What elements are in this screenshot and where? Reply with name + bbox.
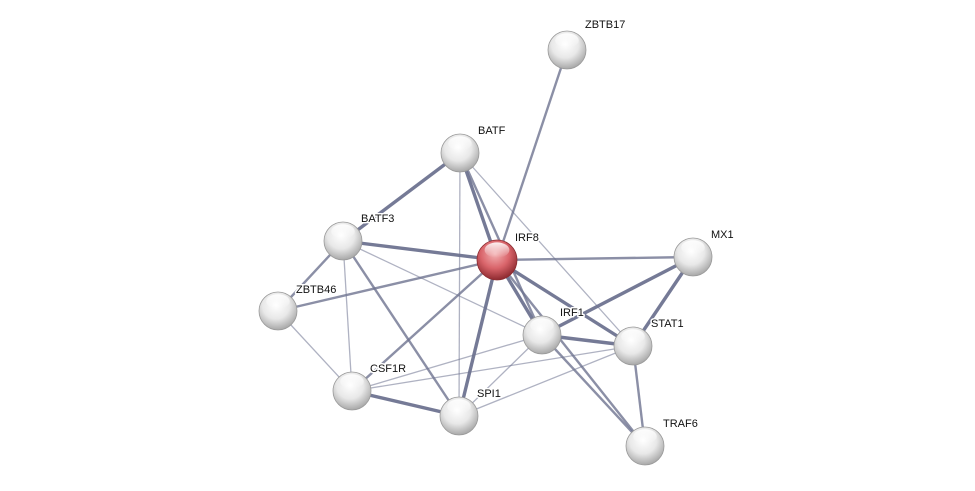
node-highlight	[331, 224, 355, 239]
edge-irf8-zbtb46[interactable]	[277, 258, 498, 313]
edge-batf3-irf8[interactable]	[342, 239, 498, 262]
node-highlight	[633, 429, 657, 444]
edge-irf8-spi1[interactable]	[457, 259, 499, 417]
node-label: BATF	[478, 125, 506, 137]
node-zbtb17[interactable]: ZBTB17	[547, 18, 627, 70]
node-label: IRF1	[560, 307, 584, 319]
edge-csf1r-irf1[interactable]	[351, 334, 543, 392]
node-highlight	[340, 374, 364, 389]
edge-irf8-stat1[interactable]	[496, 258, 634, 348]
node-highlight	[555, 33, 579, 48]
node-highlight	[681, 240, 705, 255]
edge-irf8-csf1r[interactable]	[351, 259, 498, 392]
node-label: STAT1	[651, 318, 684, 330]
edge-irf8-traf6[interactable]	[496, 259, 646, 447]
node-label: CSF1R	[370, 363, 406, 375]
node-zbtb46[interactable]: ZBTB46	[258, 283, 338, 331]
edge-irf1-traf6[interactable]	[541, 334, 646, 447]
node-label: BATF3	[361, 213, 394, 225]
node-label: SPI1	[477, 388, 501, 400]
edge-batf-stat1[interactable]	[459, 152, 634, 347]
edge-batf3-irf1[interactable]	[342, 240, 543, 336]
node-highlight	[448, 136, 472, 151]
node-label: ZBTB46	[296, 284, 336, 296]
edge-irf8-mx1[interactable]	[496, 255, 694, 262]
node-traf6[interactable]: TRAF6	[625, 417, 699, 466]
node-spi1[interactable]: SPI1	[439, 387, 502, 436]
node-batf[interactable]: BATF	[440, 124, 507, 173]
edge-batf3-csf1r[interactable]	[342, 240, 353, 392]
edge-batf3-spi1[interactable]	[341, 240, 461, 417]
node-batf3[interactable]: BATF3	[323, 212, 396, 261]
edge-batf-spi1[interactable]	[458, 152, 461, 417]
node-label: MX1	[711, 229, 734, 241]
node-label: TRAF6	[663, 418, 698, 430]
node-highlight	[484, 242, 510, 258]
node-irf8[interactable]: IRF8	[476, 231, 540, 281]
edge-batf-batf3[interactable]	[341, 151, 462, 243]
node-irf1[interactable]: IRF1	[522, 306, 585, 355]
node-label: IRF8	[515, 232, 539, 244]
node-csf1r[interactable]: CSF1R	[332, 362, 408, 411]
node-mx1[interactable]: MX1	[673, 228, 735, 277]
node-stat1[interactable]: STAT1	[613, 317, 685, 366]
edge-irf1-mx1[interactable]	[541, 255, 694, 337]
node-highlight	[266, 294, 290, 309]
edge-zbtb17-irf8[interactable]	[495, 49, 569, 261]
node-highlight	[447, 399, 471, 414]
node-highlight	[530, 318, 554, 333]
node-label: ZBTB17	[585, 19, 625, 31]
edge-spi1-stat1[interactable]	[458, 345, 634, 417]
edge-csf1r-stat1[interactable]	[351, 345, 634, 392]
node-highlight	[621, 329, 645, 344]
